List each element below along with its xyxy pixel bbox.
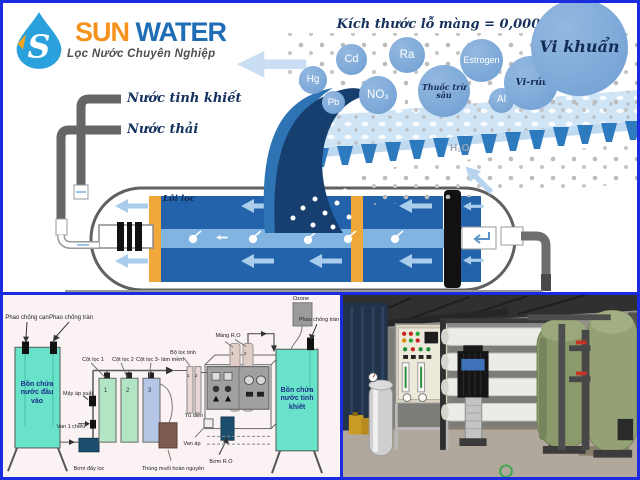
product-tank-label: Bồn chứa nước tinh khiết: [280, 387, 314, 411]
bubble-estrogen: Estrogen: [460, 39, 503, 82]
equipment-photo: [340, 295, 637, 477]
membrane-2-number: 2: [244, 351, 247, 356]
bubble-bacteria: Vi khuẩn: [531, 3, 628, 96]
bottom-panels: Phao chống cạn Phao chống tràn Bồn chứa …: [3, 292, 637, 477]
column-3-number: 3: [148, 388, 152, 394]
ro-membrane-diagram: S SUN WATER Lọc Nước Chuyên Nghiệp Kích …: [3, 3, 637, 292]
membrane-1-number: 1: [231, 351, 234, 356]
waste-water-label: Nước thải: [127, 122, 199, 137]
pressure-switch-label: Máy áp suất: [63, 391, 93, 397]
filter-column-2-label: Cột lọc 2: [112, 357, 134, 363]
bubble-hg: Hg: [299, 66, 327, 94]
brand-sun: SUN: [75, 17, 130, 47]
salt-tank-label: Thùng muối hoàn nguyên: [141, 466, 205, 472]
pure-water-label: Nước tinh khiết: [127, 91, 242, 106]
float-overflow-right-label: Phao chống tràn: [298, 317, 340, 323]
fine-filter-label: Bộ lọc tinh: [170, 350, 196, 356]
filter-column-3-label: Cột lọc 3- làm mềm: [136, 357, 184, 363]
ro-pump-label: Bơm R.O: [209, 459, 233, 465]
bubble-no3: NO₃: [359, 76, 397, 114]
svg-text:S: S: [28, 29, 51, 66]
feed-pump-label: Bơm đẩy lọc: [73, 466, 105, 472]
float-overflow-left-label: Phao chống tràn: [48, 315, 94, 321]
float-dry-label: Phao chống cạn: [5, 315, 49, 321]
bubble-ra: Ra: [389, 37, 425, 73]
feed-tank-label: Bồn chứa nước đầu vào: [20, 381, 54, 405]
water-drop-logo-icon: S: [16, 12, 66, 69]
schematic-art: [7, 302, 323, 474]
pressure-valve-label: Van áp: [183, 441, 201, 447]
bubble-cd: Cd: [336, 44, 367, 75]
system-schematic: Phao chống cạn Phao chống tràn Bồn chứa …: [3, 295, 340, 477]
fine-filter-1-number: 1: [187, 373, 190, 378]
column-2-number: 2: [126, 388, 130, 394]
electric-cabinet-label: Tủ điện: [184, 413, 204, 419]
check-valve-label: Van 1 chiều: [56, 424, 86, 430]
column-1-number: 1: [104, 388, 108, 394]
pipes: [55, 94, 551, 292]
brand-name: SUN WATER: [75, 17, 227, 47]
bubble-pesticide: Thuốc trừ sâu: [418, 65, 470, 117]
filter-core-label: Lõi lọc: [163, 194, 195, 204]
membrane-wave: [263, 88, 371, 233]
brand-water: WATER: [135, 17, 227, 47]
ro-membrane-label: Màng R.O: [215, 333, 241, 339]
filter-column-1-label: Cột lọc 1: [82, 357, 104, 363]
h2o-label: H₂O: [450, 143, 470, 154]
ozone-label: Ozone: [292, 296, 310, 302]
fine-filter-2-number: 2: [195, 373, 198, 378]
logo: S SUN WATER Lọc Nước Chuyên Nghiệp: [11, 9, 227, 71]
bubble-pb: Pb: [322, 91, 345, 114]
brand-tagline: Lọc Nước Chuyên Nghiệp: [67, 48, 216, 60]
equipment-photo-art: [343, 295, 637, 477]
